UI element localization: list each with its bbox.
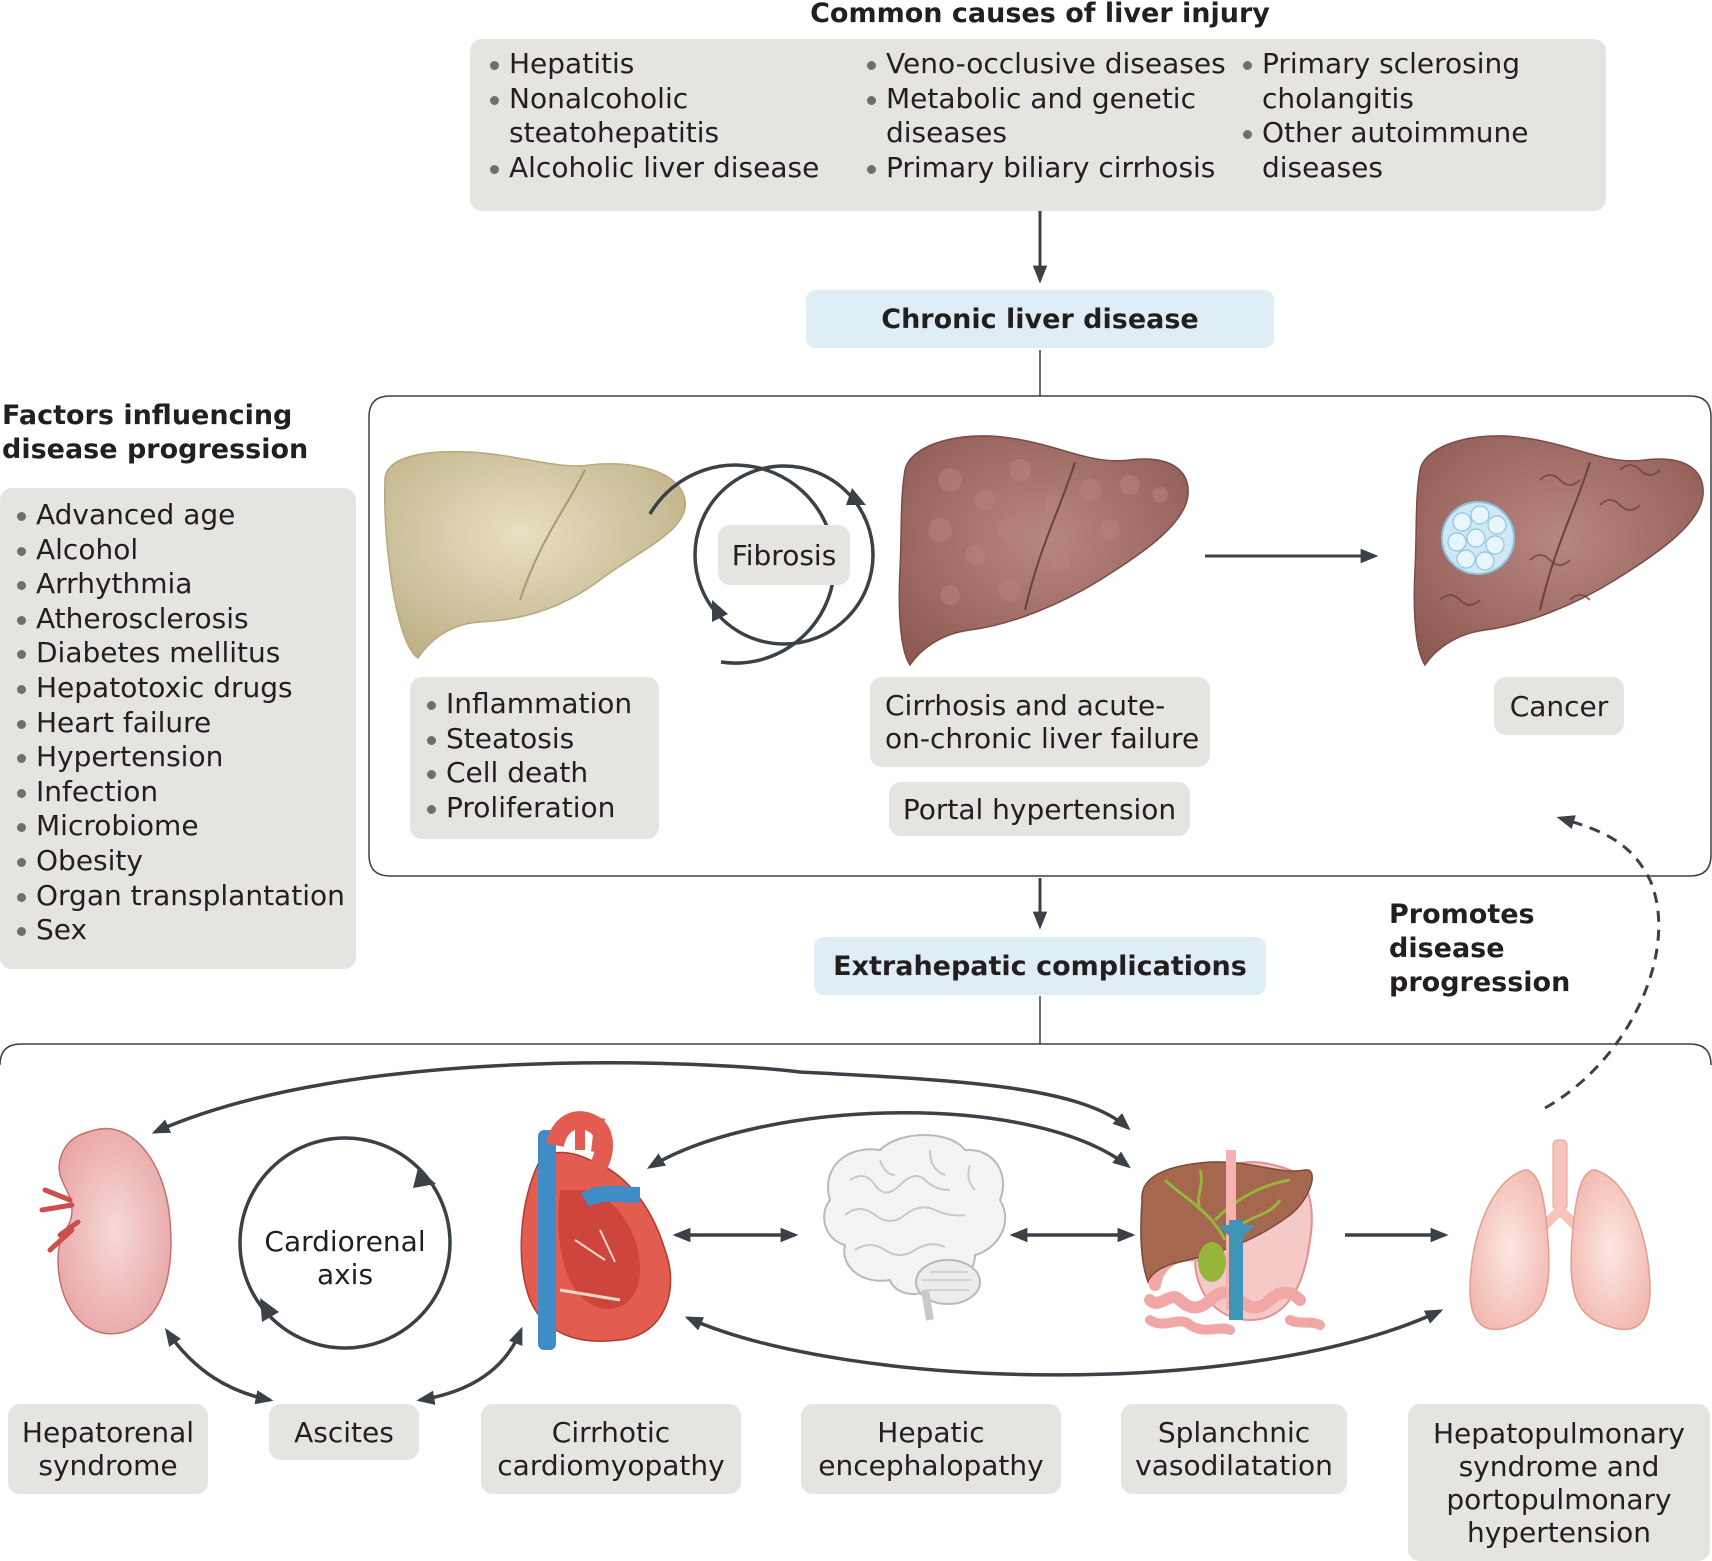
cause-item: Alcoholic liver disease xyxy=(487,151,819,186)
factor-item: Arrhythmia xyxy=(14,567,345,602)
cirrhotic-cardiomyopathy-label: Cirrhotic cardiomyopathy xyxy=(481,1404,741,1494)
promotes-progression-dashed-arrow xyxy=(1544,815,1661,1110)
ascites-label: Ascites xyxy=(269,1404,419,1460)
complications-bracket xyxy=(0,1043,1712,1066)
cirrhotic-liver-icon xyxy=(898,435,1189,667)
factor-item: Heart failure xyxy=(14,706,345,741)
factor-item: Obesity xyxy=(14,844,345,879)
hepatorenal-syndrome-label: Hepatorenal syndrome xyxy=(8,1404,208,1494)
cancer-label: Cancer xyxy=(1494,677,1624,735)
factor-item: Organ transplantation xyxy=(14,879,345,914)
factor-item: Sex xyxy=(14,913,345,948)
brain-icon xyxy=(823,1134,1007,1321)
cause-item: Other autoimmune diseases xyxy=(1240,116,1552,185)
causes-list-col2: Veno-occlusive diseases Metabolic and ge… xyxy=(864,47,1226,185)
injury-item: Cell death xyxy=(424,756,632,791)
early-injury-box: Inflammation Steatosis Cell death Prolif… xyxy=(410,677,659,839)
factor-item: Diabetes mellitus xyxy=(14,636,345,671)
causes-box: Hepatitis Nonalcoholic steatohepatitis A… xyxy=(470,39,1606,211)
splanchnic-vasodilatation-label: Splanchnic vasodilatation xyxy=(1121,1404,1347,1494)
hepatopulmonary-label: Hepatopulmonary syndrome and portopulmon… xyxy=(1408,1404,1710,1561)
kidney-ascites-arrow xyxy=(164,1328,274,1405)
promotes-progression-label: Promotes disease progression xyxy=(1389,899,1571,998)
cause-item: Nonalcoholic steatohepatitis xyxy=(487,82,819,151)
factors-list: Advanced age Alcohol Arrhythmia Atherosc… xyxy=(14,498,345,948)
cause-item: Metabolic and genetic diseases xyxy=(864,82,1226,151)
factor-item: Advanced age xyxy=(14,498,345,533)
causes-title: Common causes of liver injury xyxy=(810,0,1270,29)
injury-item: Proliferation xyxy=(424,791,632,826)
ascites-heart-arrow xyxy=(416,1326,523,1405)
cause-item: Primary biliary cirrhosis xyxy=(864,151,1226,186)
causes-list-col1: Hepatitis Nonalcoholic steatohepatitis A… xyxy=(487,47,819,185)
liver-stage-bracket xyxy=(368,395,1712,877)
injury-item: Inflammation xyxy=(424,687,632,722)
cardiorenal-axis-label: Cardiorenal axis xyxy=(264,1225,426,1291)
chronic-liver-disease-box: Chronic liver disease xyxy=(806,290,1274,348)
factors-title: Factors influencing disease progression xyxy=(2,400,309,465)
cancer-liver-icon xyxy=(1413,435,1704,667)
heart-liver-arrow xyxy=(646,1111,1131,1169)
digestive-organs-icon xyxy=(1140,1150,1325,1335)
early-injury-list: Inflammation Steatosis Cell death Prolif… xyxy=(424,687,632,825)
cause-item: Veno-occlusive diseases xyxy=(864,47,1226,82)
fibrosis-cycle-arrows xyxy=(648,463,875,665)
fibrosis-label: Fibrosis xyxy=(718,525,850,585)
kidney-liver-long-arrow xyxy=(151,1061,1131,1134)
tumor-icon xyxy=(1441,501,1515,575)
heart-icon xyxy=(520,1111,672,1350)
causes-list-col3: Primary sclerosing cholangitis Other aut… xyxy=(1240,47,1552,185)
factor-item: Hepatotoxic drugs xyxy=(14,671,345,706)
cause-item: Hepatitis xyxy=(487,47,819,82)
cardiorenal-cycle-arrows xyxy=(238,1136,452,1350)
portal-hypertension-label: Portal hypertension xyxy=(889,782,1190,836)
cause-item: Primary sclerosing cholangitis xyxy=(1240,47,1552,116)
factors-box: Advanced age Alcohol Arrhythmia Atherosc… xyxy=(0,488,356,969)
kidney-icon xyxy=(39,1127,172,1335)
injury-item: Steatosis xyxy=(424,722,632,757)
extrahepatic-complications-box: Extrahepatic complications xyxy=(814,937,1266,995)
factor-item: Infection xyxy=(14,775,345,810)
lungs-icon xyxy=(1469,1139,1651,1331)
factor-item: Microbiome xyxy=(14,809,345,844)
hepatic-encephalopathy-label: Hepatic encephalopathy xyxy=(801,1404,1061,1494)
heart-lung-arrow xyxy=(684,1309,1444,1377)
factor-item: Hypertension xyxy=(14,740,345,775)
cirrhosis-label: Cirrhosis and acute- on-chronic liver fa… xyxy=(870,677,1210,767)
factor-item: Atherosclerosis xyxy=(14,602,345,637)
healthy-liver-icon xyxy=(384,450,686,660)
factor-item: Alcohol xyxy=(14,533,345,568)
